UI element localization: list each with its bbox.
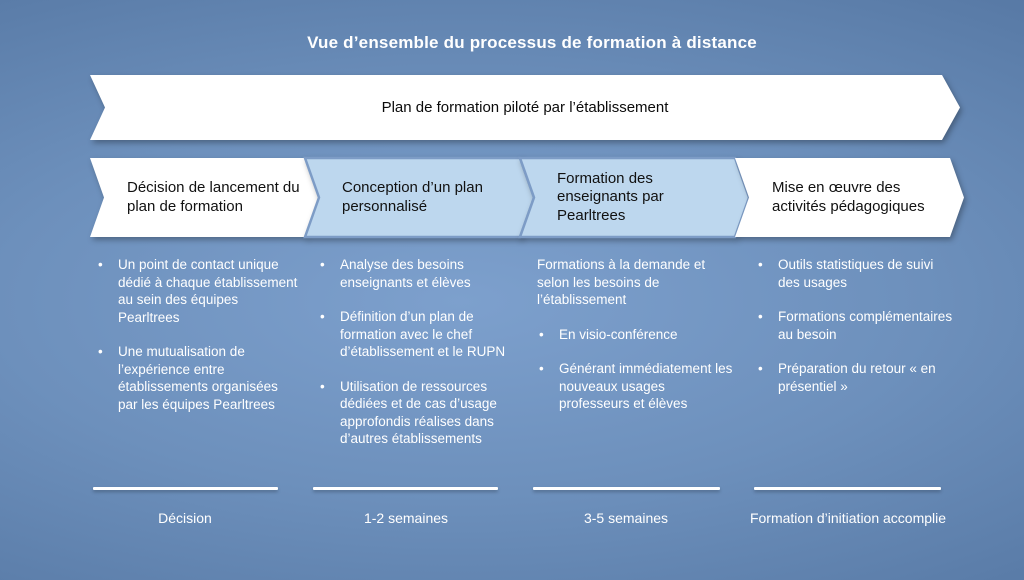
intro-paragraph: Formations à la demande et selon les bes… [537,257,706,308]
list-item: Un point de contact unique dédié à chaqu… [96,256,298,326]
list-item: Utilisation de ressources dédiées et de … [318,378,520,448]
chevron-shape [90,158,319,237]
separator-line [93,487,278,490]
step-2-label: Conception d’un plan personnalisé [342,179,483,215]
list-item: Préparation du retour « en présentiel » [756,360,958,395]
step-4-label: Mise en œuvre des activités pédagogiques [772,179,925,215]
step-1-label: Décision de lancement du plan de formati… [127,179,300,215]
list-item: Définition d’un plan de formation avec l… [318,308,520,361]
bullet-list: En visio-conférence Générant immédiateme… [537,326,739,413]
banner-arrow-shape [90,75,960,140]
step-chevron-1: Décision de lancement du plan de formati… [90,158,319,237]
step-1-duration: Décision [158,510,212,526]
bullet-list: Analyse des besoins enseignants et élève… [318,256,520,448]
bullet-list: Outils statistiques de suivi des usages … [756,256,958,395]
step-3-details: Formations à la demande et selon les bes… [537,256,739,430]
separator-line [313,487,498,490]
step-4-details: Outils statistiques de suivi des usages … [756,256,958,412]
step-3-duration: 3-5 semaines [583,510,669,526]
list-item: Outils statistiques de suivi des usages [756,256,958,291]
separator-line [533,487,720,490]
list-item: En visio-conférence [537,326,739,344]
list-item: Analyse des besoins enseignants et élève… [318,256,520,291]
list-item: Générant immédiatement les nouveaux usag… [537,360,739,413]
step-2-details: Analyse des besoins enseignants et élève… [318,256,520,465]
step-chevron-4: Mise en œuvre des activités pédagogiques [735,158,964,237]
banner-arrow: Plan de formation piloté par l’établisse… [90,75,960,140]
banner-label: Plan de formation piloté par l’établisse… [381,99,669,116]
separator-line [754,487,941,490]
step-chevron-3: Formation des enseignants par Pearltrees [518,156,751,239]
list-item: Une mutualisation de l’expérience entre … [96,343,298,413]
page-title: Vue d’ensemble du processus de formation… [307,33,757,52]
step-3-label: Formation des enseignants par Pearltrees [557,170,664,224]
step-4-duration: Formation d’initiation accomplie [749,510,947,526]
step-1-details: Un point de contact unique dédié à chaqu… [96,256,298,430]
list-item: Formations complémentaires au besoin [756,308,958,343]
step-2-duration: 1-2 semaines [363,510,449,526]
chevron-shape [735,158,964,237]
bullet-list: Un point de contact unique dédié à chaqu… [96,256,298,413]
step-chevron-2: Conception d’un plan personnalisé [303,156,536,239]
